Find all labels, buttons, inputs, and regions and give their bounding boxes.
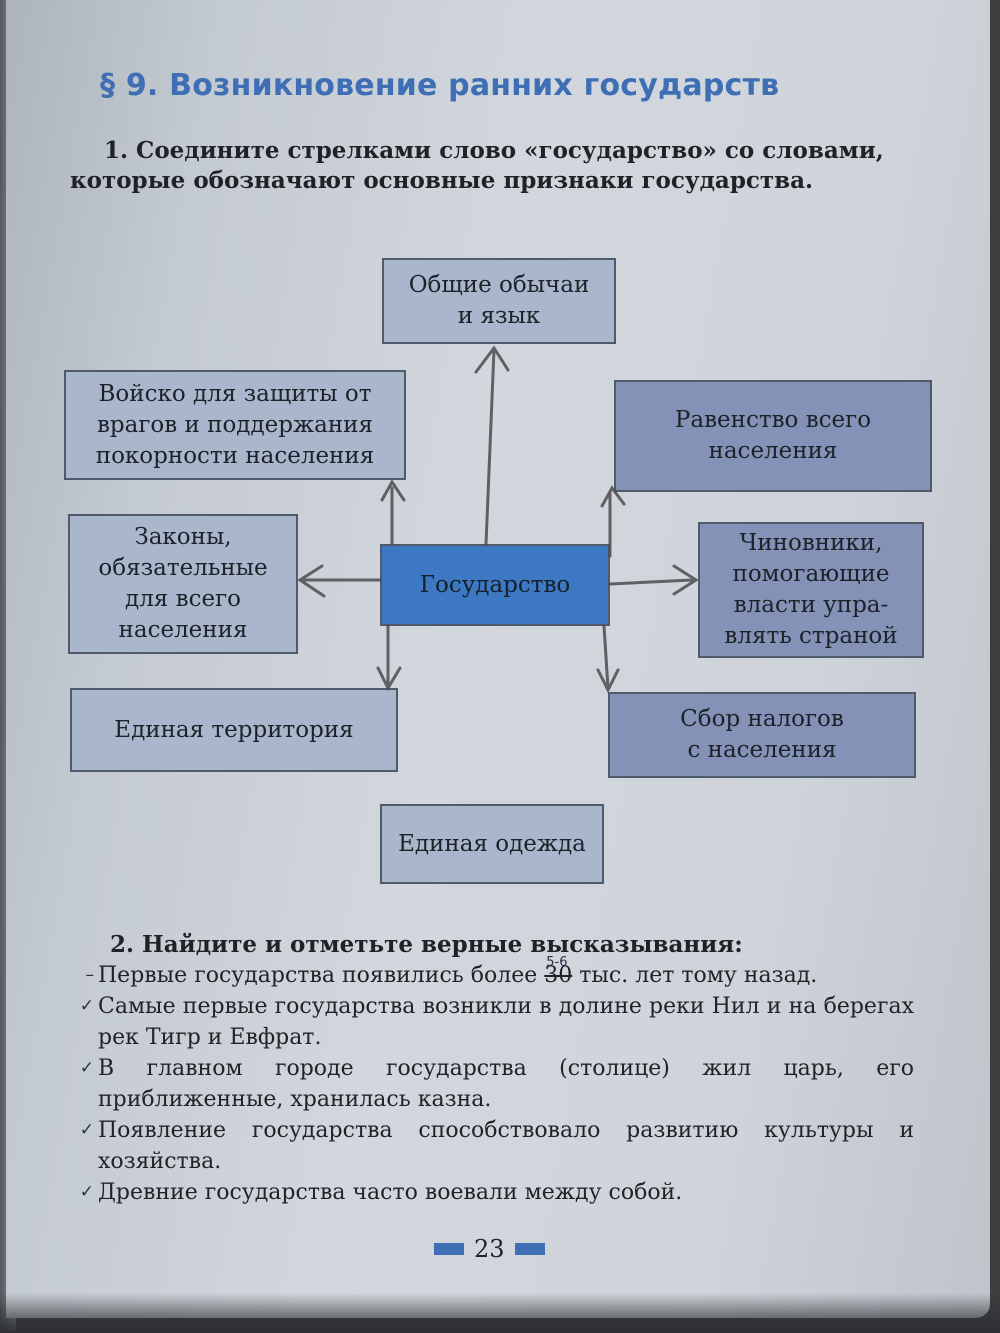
dash-mark-icon: – — [66, 960, 98, 991]
handwritten-correction: 5-6 — [546, 947, 567, 978]
arrow-to-equality — [602, 488, 624, 556]
statement-4-text: Появление государства способствовало раз… — [98, 1115, 914, 1177]
statement-1-part-a: Первые государства появились более — [98, 963, 544, 988]
statement-5-text: Древние государства часто воевали между … — [98, 1177, 914, 1208]
arrow-to-officials — [610, 566, 696, 594]
statement-2-text: Самые первые государства возникли в доли… — [98, 991, 914, 1053]
checkmark-icon: ✓ — [66, 1115, 98, 1146]
checkmark-icon: ✓ — [66, 1053, 98, 1084]
checkmark-icon: ✓ — [66, 991, 98, 1022]
page-number-value: 23 — [474, 1235, 505, 1263]
arrow-to-laws — [300, 566, 380, 596]
checkmark-icon: ✓ — [66, 1177, 98, 1208]
statement-3: ✓ В главном городе государства (столице)… — [66, 1053, 914, 1115]
statement-3-text: В главном городе государства (столице) ж… — [98, 1053, 914, 1115]
page-number-bar-left — [434, 1243, 464, 1255]
arrow-to-taxes — [598, 626, 618, 690]
page-number-bar-right — [515, 1243, 545, 1255]
page-number: 23 — [434, 1235, 545, 1263]
table-shadow — [0, 1293, 1000, 1333]
statement-4: ✓ Появление государства способствовало р… — [66, 1115, 914, 1177]
workbook-page: § 9. Возникновение ранних государств 1. … — [6, 0, 990, 1318]
arrow-to-army — [382, 482, 404, 544]
statement-1-part-b: тыс. лет тому назад. — [572, 963, 817, 988]
statement-5: ✓ Древние государства часто воевали межд… — [66, 1177, 914, 1208]
arrow-to-customs — [476, 348, 508, 544]
arrow-to-territory — [378, 626, 400, 688]
statement-2: ✓ Самые первые государства возникли в до… — [66, 991, 914, 1053]
task-2-heading: 2. Найдите и отметьте верные высказывани… — [110, 930, 743, 960]
